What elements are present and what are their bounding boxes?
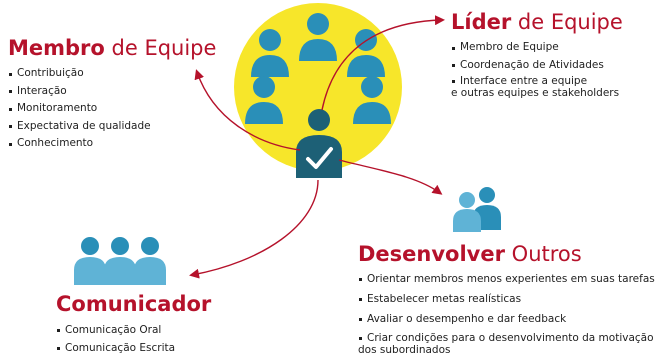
list-item: Comunicação Oral: [56, 321, 211, 339]
two-people-icon: [453, 187, 501, 232]
lider-list: Membro de Equipe Coordenação de Atividad…: [451, 39, 623, 99]
list-item: Expectativa de qualidade: [8, 118, 216, 136]
list-item: Conhecimento: [8, 135, 216, 153]
three-people-icon: [74, 237, 166, 285]
list-item: Interação: [8, 83, 216, 101]
list-item: Estabelecer metas realísticas: [358, 289, 655, 309]
membro-title: Membro de Equipe: [8, 36, 217, 60]
comunicador-block: Comunicador Comunicação Oral Comunicação…: [56, 294, 211, 357]
desenvolver-title: Desenvolver Outros: [358, 242, 582, 266]
membro-list: Contribuição Interação Monitoramento Exp…: [8, 65, 216, 153]
membro-de-equipe-block: Membro de Equipe Contribuição Interação …: [8, 38, 216, 153]
list-item: Monitoramento: [8, 100, 216, 118]
arrow-to-lider: [321, 15, 445, 111]
list-item: Orientar membros menos experientes em su…: [358, 269, 655, 289]
desenvolver-list: Orientar membros menos experientes em su…: [358, 269, 655, 356]
list-item: Comunicação Escrita: [56, 339, 211, 357]
leader-checkmark-icon: [296, 109, 342, 178]
arrow-to-membro: [194, 69, 301, 151]
list-item: Coordenação de Atividades: [451, 57, 623, 75]
list-item: Membro de Equipe: [451, 39, 623, 57]
desenvolver-outros-block: Desenvolver Outros Orientar membros meno…: [358, 244, 655, 359]
people-group-icon: [245, 13, 391, 124]
comunicador-title: Comunicador: [56, 292, 212, 316]
lider-title: Líder de Equipe: [451, 10, 623, 34]
lider-de-equipe-block: Líder de Equipe Membro de Equipe Coorden…: [451, 12, 623, 102]
arrow-to-comunicador: [189, 179, 319, 279]
list-item: Criar condições para o desenvolvimento d…: [358, 329, 655, 356]
list-item: Avaliar o desempenho e dar feedback: [358, 309, 655, 329]
arrow-to-desenvolver: [338, 159, 443, 195]
comunicador-list: Comunicação Oral Comunicação Escrita: [56, 321, 211, 357]
list-item: Contribuição: [8, 65, 216, 83]
